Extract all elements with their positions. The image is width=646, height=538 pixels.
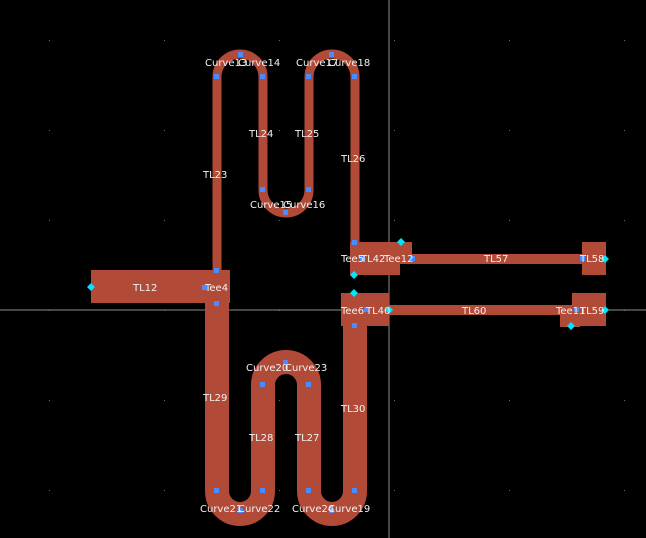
grid-dot: [624, 220, 625, 221]
port-markers[interactable]: [87, 238, 609, 330]
label-tl57: TL57: [483, 254, 508, 265]
label-tee4: Tee4: [204, 283, 228, 294]
grid-dot: [624, 400, 625, 401]
tl57-trace[interactable]: [405, 254, 585, 264]
grid-dot: [49, 220, 50, 221]
label-tee12: Tee12: [383, 254, 413, 265]
grid-dot: [164, 490, 165, 491]
label-tl59: TL59: [579, 306, 604, 317]
label-tl24: TL24: [248, 129, 273, 140]
grid-dots: [49, 40, 625, 491]
label-tl58: TL58: [579, 254, 604, 265]
label-tl60: TL60: [461, 306, 486, 317]
grid-dot: [49, 130, 50, 131]
tl29-trace[interactable]: [205, 290, 367, 526]
label-curve20: Curve20: [246, 363, 288, 374]
label-tl30: TL30: [340, 404, 365, 415]
grid-dot: [394, 220, 395, 221]
label-curve15: Curve15: [250, 200, 292, 211]
label-curve19: Curve19: [328, 504, 370, 515]
label-tee11: Tee11: [555, 306, 585, 317]
grid-dot: [394, 400, 395, 401]
grid-dot: [164, 220, 165, 221]
grid-dot: [164, 130, 165, 131]
pin-markers: [202, 52, 585, 513]
label-curve21: Curve21: [200, 504, 242, 515]
label-curve16: Curve16: [283, 200, 325, 211]
grid-dot: [509, 490, 510, 491]
grid-dot: [509, 220, 510, 221]
tee5-trace[interactable]: [350, 242, 400, 275]
label-curve24: Curve24: [292, 504, 334, 515]
grid-dot: [509, 400, 510, 401]
label-tl23: TL23: [202, 170, 227, 181]
label-tee6: Tee6: [340, 306, 364, 317]
grid-dot: [394, 130, 395, 131]
label-tl29: TL29: [202, 393, 227, 404]
grid-dot: [509, 40, 510, 41]
grid-dot: [279, 490, 280, 491]
grid-dot: [279, 220, 280, 221]
label-curve18: Curve18: [328, 58, 370, 69]
grid-dot: [164, 400, 165, 401]
label-tl40: TL40: [365, 306, 390, 317]
label-curve13: Curve13: [205, 58, 247, 69]
grid-dot: [394, 490, 395, 491]
grid-dot: [49, 400, 50, 401]
grid-dot: [624, 40, 625, 41]
label-tl28: TL28: [248, 433, 273, 444]
grid-dot: [394, 40, 395, 41]
grid-dot: [164, 40, 165, 41]
label-tl25: TL25: [294, 129, 319, 140]
grid-dot: [49, 490, 50, 491]
grid-dot: [509, 130, 510, 131]
grid-dot: [279, 400, 280, 401]
tl60-trace[interactable]: [385, 305, 565, 315]
label-tl42: TL42: [360, 254, 385, 265]
label-curve22: Curve22: [238, 504, 280, 515]
label-tl26: TL26: [340, 154, 365, 165]
label-curve17: Curve17: [296, 58, 338, 69]
grid-dot: [624, 130, 625, 131]
label-curve23: Curve23: [285, 363, 327, 374]
grid-dot: [49, 40, 50, 41]
label-tl12: TL12: [132, 283, 157, 294]
grid-dot: [624, 490, 625, 491]
label-tee5: Tee5: [340, 254, 364, 265]
tl12-trace[interactable]: [91, 270, 217, 303]
tl23-trace[interactable]: [212, 49, 360, 274]
label-curve14: Curve14: [238, 58, 280, 69]
grid-dot: [279, 40, 280, 41]
grid-dot: [279, 130, 280, 131]
label-tl27: TL27: [294, 433, 319, 444]
